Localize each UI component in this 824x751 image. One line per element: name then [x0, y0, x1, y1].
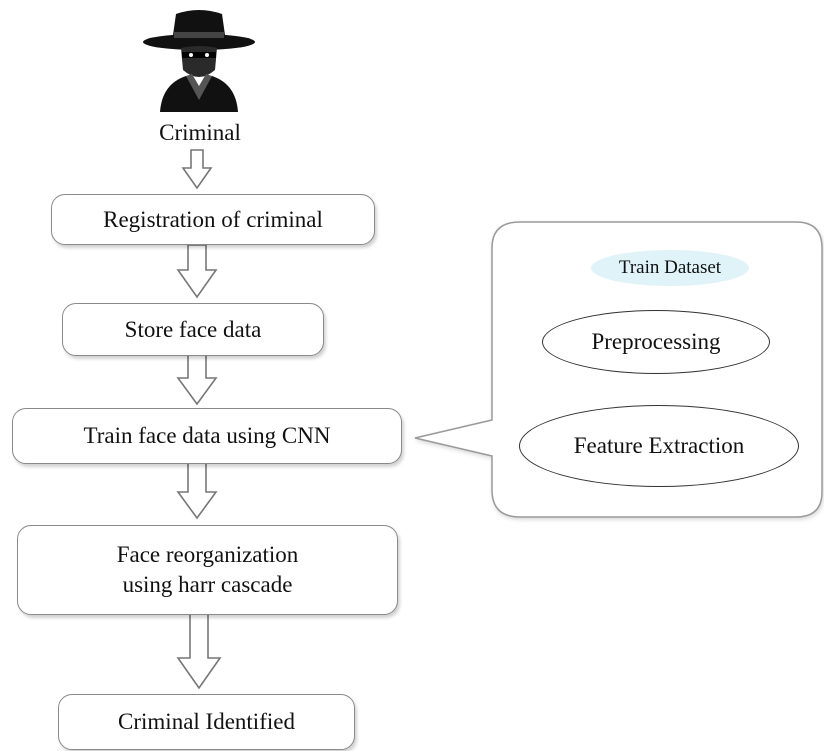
callout-step-preprocessing: Preprocessing — [542, 310, 770, 374]
step-criminal-identified: Criminal Identified — [58, 694, 355, 750]
step-train-cnn: Train face data using CNN — [12, 408, 402, 464]
step-store-face-data: Store face data — [62, 303, 324, 356]
arrow-down-icon — [176, 613, 222, 690]
step-face-reorganization: Face reorganization using harr cascade — [17, 525, 398, 615]
arrow-down-icon — [176, 244, 218, 299]
arrow-down-icon — [176, 461, 218, 520]
criminal-label: Criminal — [159, 120, 241, 145]
callout-title: Train Dataset — [591, 250, 749, 286]
step-registration: Registration of criminal — [51, 194, 375, 245]
arrow-down-icon — [176, 354, 218, 406]
arrow-down-icon — [181, 149, 213, 190]
callout-step-feature-extraction: Feature Extraction — [519, 405, 799, 487]
